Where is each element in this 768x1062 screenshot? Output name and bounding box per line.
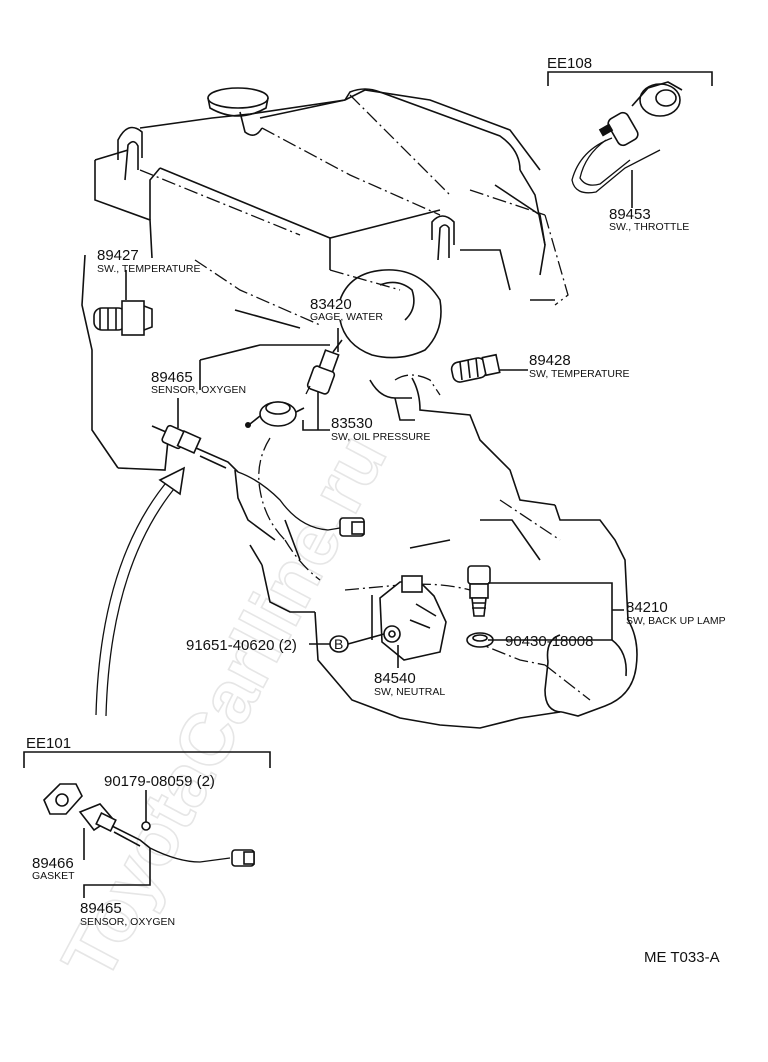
neutral-switch-part: [379, 575, 447, 661]
figure-code: ME T033-A: [644, 949, 720, 966]
part-number-84210: 84210: [626, 599, 668, 616]
part-number-90179: 90179-08059 (2): [104, 773, 215, 790]
leader-lines: [23, 71, 713, 898]
oxygen-sensor-engine-part: [151, 424, 365, 537]
part-name-89453: SW., THROTTLE: [609, 221, 689, 233]
part-number-91651: 91651-40620 (2): [186, 637, 297, 654]
oil-pressure-switch-part: [245, 401, 305, 428]
phantom-lines: [139, 94, 591, 701]
throttle-switch-part: [571, 81, 683, 194]
backup-lamp-switch-part: [467, 565, 491, 617]
engine-block-outline: [81, 87, 638, 729]
gasket-inset-part: [43, 783, 83, 815]
part-name-84540: SW, NEUTRAL: [374, 686, 445, 698]
part-name-89427: SW., TEMPERATURE: [97, 263, 200, 275]
part-number-90430: 90430-18008: [505, 633, 593, 650]
temperature-switch-left-part: [93, 300, 153, 336]
part-number-83420: 83420: [310, 296, 352, 313]
part-name-84210: SW, BACK UP LAMP: [626, 615, 726, 627]
part-name-89466: GASKET: [32, 870, 75, 882]
group-label-ee108: EE108: [547, 55, 592, 72]
water-gage-part: [305, 339, 343, 395]
part-number-89465-inset: 89465: [80, 900, 122, 917]
callout-arrow: [95, 466, 186, 717]
reference-badge-b-label: B: [334, 636, 343, 652]
part-name-83420: GAGE, WATER: [310, 311, 383, 323]
part-number-84540: 84540: [374, 670, 416, 687]
part-number-89465-engine: 89465: [151, 369, 193, 386]
oxygen-sensor-inset-part: [78, 803, 255, 867]
part-name-83530: SW, OIL PRESSURE: [331, 431, 430, 443]
part-number-83530: 83530: [331, 415, 373, 432]
part-number-89428: 89428: [529, 352, 571, 369]
part-number-89466: 89466: [32, 855, 74, 872]
group-label-ee101: EE101: [26, 735, 71, 752]
part-number-89427: 89427: [97, 247, 139, 264]
reference-badge-b: B: [329, 635, 349, 653]
part-number-89453: 89453: [609, 206, 651, 223]
part-name-89428: SW, TEMPERATURE: [529, 368, 630, 380]
part-name-89465-inset: SENSOR, OXYGEN: [80, 916, 175, 928]
part-name-89465-engine: SENSOR, OXYGEN: [151, 384, 246, 396]
temperature-switch-right-part: [450, 353, 501, 383]
